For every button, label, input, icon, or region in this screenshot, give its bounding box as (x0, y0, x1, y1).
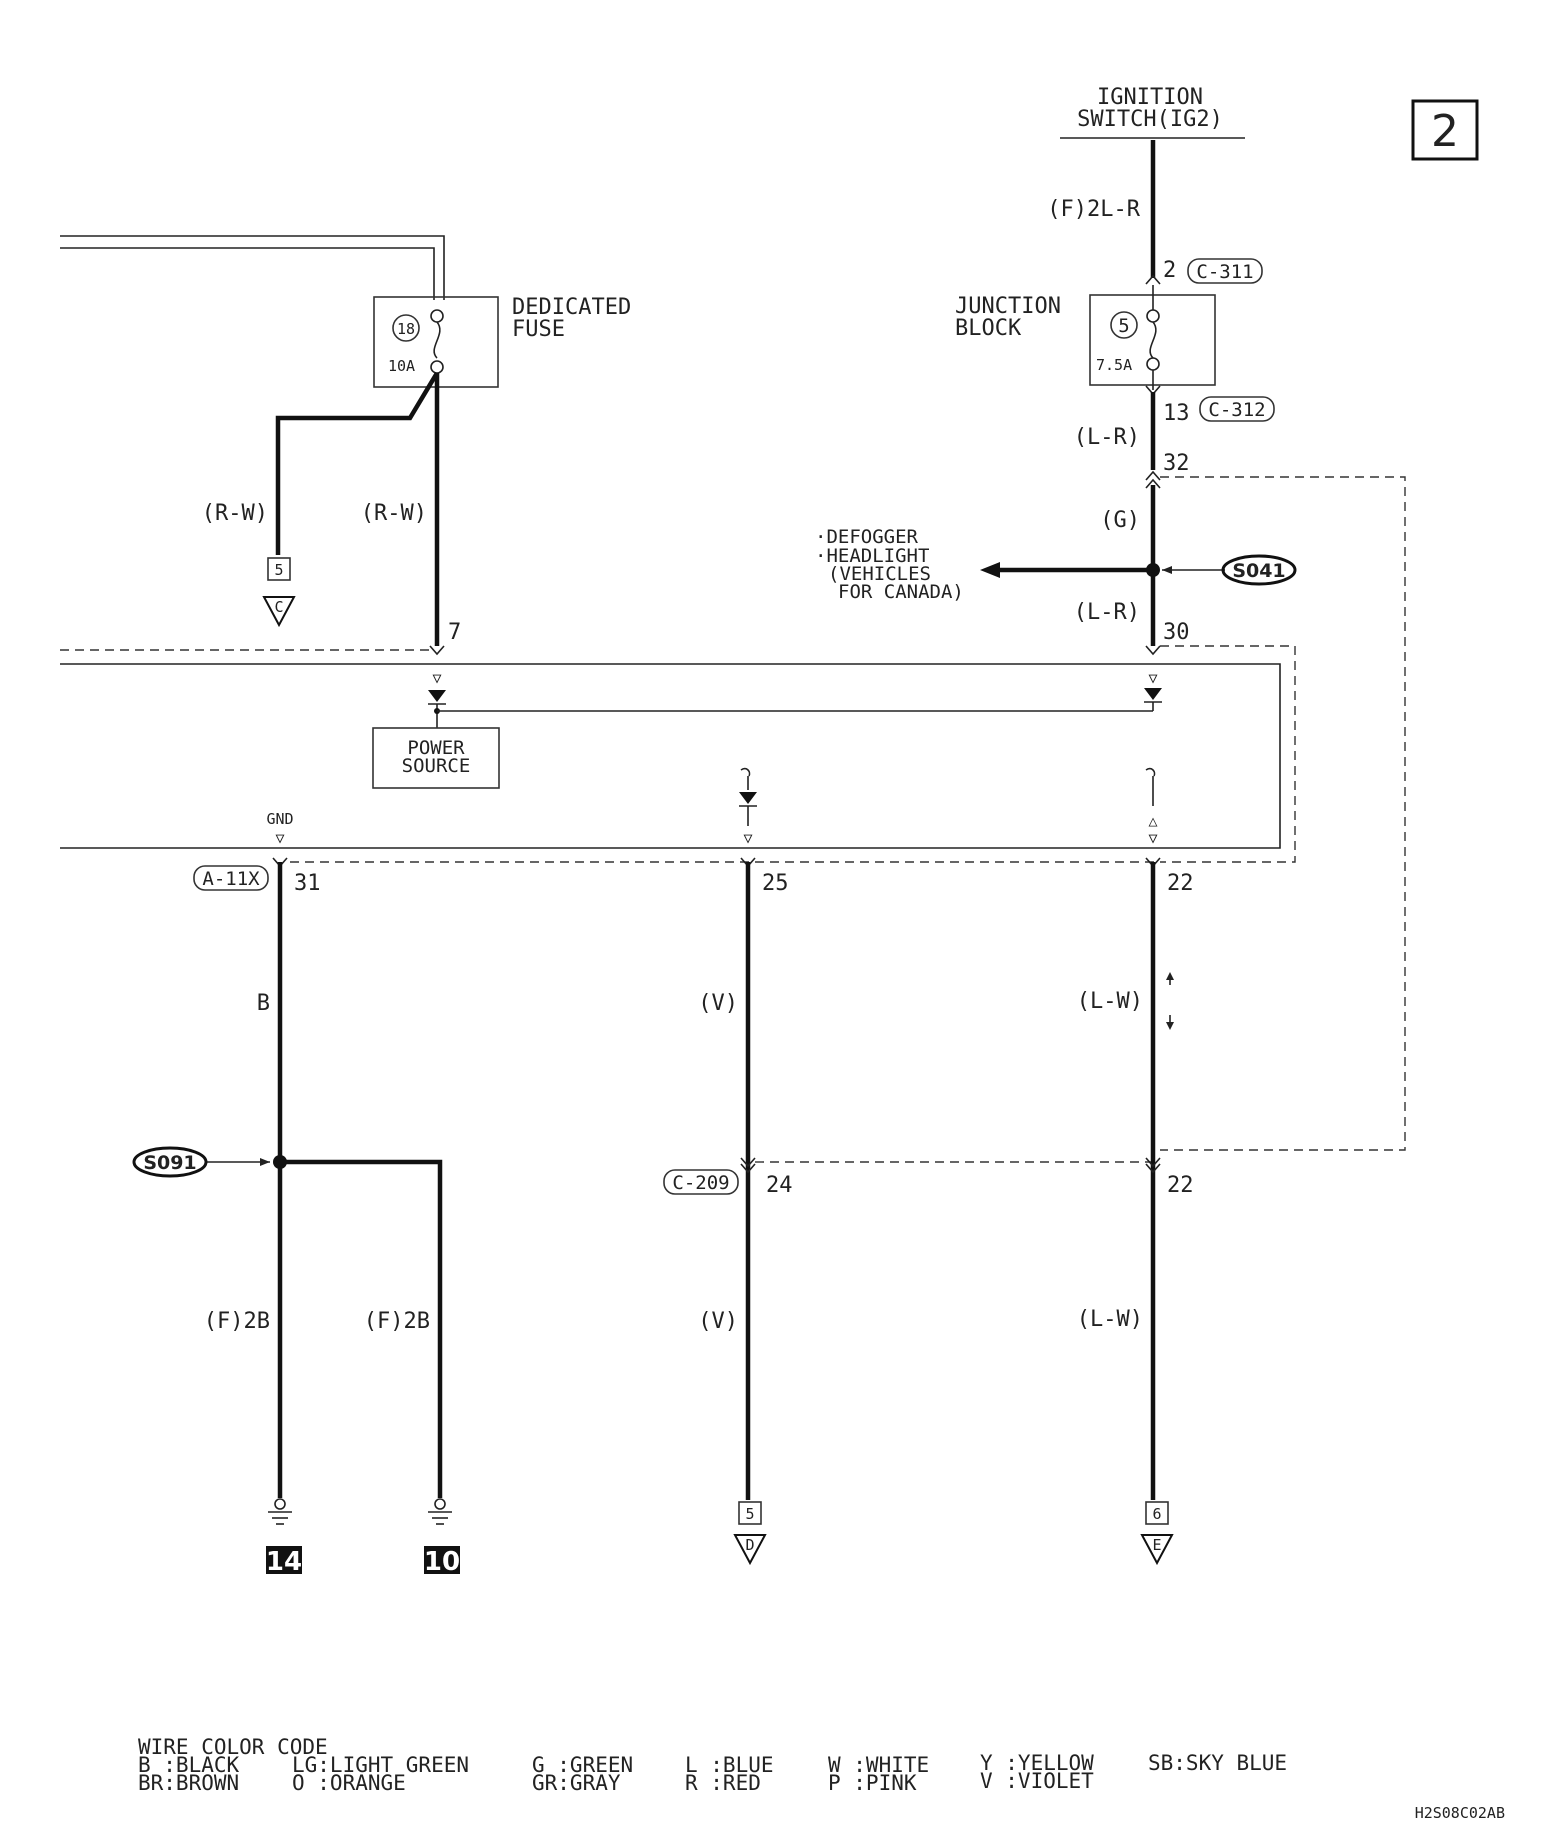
svg-text:S091: S091 (143, 1152, 196, 1174)
wire-f2b-right (280, 1159, 443, 1498)
svg-text:W :WHITE: W :WHITE (828, 1753, 929, 1777)
svg-text:6: 6 (1152, 1505, 1161, 1523)
svg-text:Y :YELLOW: Y :YELLOW (980, 1751, 1094, 1775)
wire-label-f2b-right: (F)2B (364, 1309, 430, 1334)
wire-label-g: (G) (1100, 508, 1140, 533)
dedicated-fuse: 18 10A DEDICATED FUSE (373, 295, 631, 388)
connector-a11x: A-11X (193, 865, 269, 891)
pin-31: 31 (294, 871, 321, 896)
power-source-box: POWER SOURCE (372, 727, 500, 789)
wire-label-rw-right: (R-W) (361, 501, 427, 526)
ground-14: 14 (266, 1498, 302, 1577)
pin-7: 7 (448, 620, 461, 645)
wire-label-f2b-left: (F)2B (204, 1309, 270, 1334)
svg-text:C-209: C-209 (672, 1172, 729, 1194)
pin-2: 2 (1163, 258, 1176, 283)
dedicated-fuse-line1: DEDICATED (512, 295, 631, 320)
svg-text:(VEHICLES: (VEHICLES (828, 563, 931, 585)
splice-s091: S091 (132, 1146, 208, 1178)
svg-text:GR:GRAY: GR:GRAY (532, 1771, 621, 1795)
wire-label-rw-left: (R-W) (202, 501, 268, 526)
svg-text:FOR CANADA): FOR CANADA) (838, 581, 964, 603)
connector-c311: C-311 (1187, 258, 1263, 284)
pin-22-bottom: 22 (1167, 1173, 1194, 1198)
ignition-switch-line2: SWITCH(IG2) (1077, 107, 1223, 132)
svg-text:14: 14 (266, 1547, 302, 1577)
svg-text:C-311: C-311 (1196, 261, 1253, 283)
svg-text:S041: S041 (1232, 560, 1285, 582)
svg-text:C-312: C-312 (1208, 399, 1265, 421)
svg-text:△: △ (1148, 812, 1157, 830)
junction-fuse-rating: 7.5A (1096, 356, 1132, 374)
svg-text:B :BLACK: B :BLACK (138, 1753, 240, 1777)
connector-c209: C-209 (663, 1169, 739, 1195)
dedicated-fuse-rating: 10A (388, 357, 415, 375)
wire-label-lr-top: (L-R) (1074, 425, 1140, 450)
pin-13: 13 (1163, 401, 1190, 426)
svg-text:D: D (745, 1536, 754, 1554)
offpage-connector-e: 6 E (1140, 1501, 1174, 1566)
diagram-code: H2S08C02AB (1415, 1804, 1505, 1822)
wire-label-lw-upper: (L-W) (1077, 989, 1143, 1014)
junction-block-line1: JUNCTION (955, 294, 1061, 319)
svg-text:LG:LIGHT GREEN: LG:LIGHT GREEN (292, 1753, 469, 1777)
pin-22-top: 22 (1167, 871, 1194, 896)
svg-text:·HEADLIGHT: ·HEADLIGHT (815, 545, 929, 567)
wire-top-double (60, 235, 445, 300)
svg-text:A-11X: A-11X (202, 868, 260, 890)
offpage-connector-c: 5 C (262, 557, 296, 628)
svg-text:10: 10 (424, 1547, 460, 1577)
dedicated-fuse-number: 18 (397, 320, 415, 338)
wire-color-legend: WIRE COLOR CODE B :BLACK BR:BROWN LG:LIG… (138, 1735, 1287, 1795)
svg-text:▽: ▽ (1148, 829, 1157, 847)
legend-title: WIRE COLOR CODE (138, 1735, 328, 1759)
svg-text:G :GREEN: G :GREEN (532, 1753, 633, 1777)
svg-text:▽: ▽ (743, 829, 752, 847)
junction-fuse-number: 5 (1118, 315, 1129, 337)
ignition-switch-line1: IGNITION (1097, 85, 1203, 110)
svg-text:C: C (274, 598, 283, 616)
svg-text:P :PINK: P :PINK (828, 1771, 917, 1795)
page-number-box: 2 (1411, 99, 1479, 161)
gnd-label: GND (266, 810, 293, 828)
svg-text:POWER: POWER (407, 737, 465, 759)
page-number: 2 (1431, 106, 1459, 157)
junction-block: JUNCTION BLOCK 5 7.5A (955, 285, 1216, 390)
svg-text:5: 5 (745, 1505, 754, 1523)
pin-24: 24 (766, 1173, 793, 1198)
offpage-connector-d: 5 D (733, 1501, 767, 1566)
connector-c312: C-312 (1199, 396, 1275, 422)
wire-label-lw-lower: (L-W) (1077, 1307, 1143, 1332)
svg-text:SB:SKY BLUE: SB:SKY BLUE (1148, 1751, 1287, 1775)
svg-text:▽: ▽ (1148, 669, 1157, 687)
pin-25: 25 (762, 871, 789, 896)
svg-text:·DEFOGGER: ·DEFOGGER (815, 526, 919, 548)
svg-text:L :BLUE: L :BLUE (685, 1753, 774, 1777)
svg-text:O :ORANGE: O :ORANGE (292, 1771, 406, 1795)
wire-label-lr-mid: (L-R) (1074, 600, 1140, 625)
splice-s041: S041 (1221, 554, 1297, 586)
svg-text:5: 5 (274, 561, 283, 579)
ignition-switch: IGNITION SWITCH(IG2) (1060, 85, 1245, 139)
ground-10: 10 (424, 1498, 460, 1577)
pin-32: 32 (1163, 451, 1190, 476)
wire-label-v-upper: (V) (698, 991, 738, 1016)
defogger-destination: ·DEFOGGER ·HEADLIGHT (VEHICLES FOR CANAD… (815, 526, 964, 603)
wire-rw-left (275, 371, 439, 555)
svg-text:SOURCE: SOURCE (402, 755, 471, 777)
svg-text:V :VIOLET: V :VIOLET (980, 1769, 1094, 1793)
control-unit-outline (60, 663, 1281, 849)
svg-text:▽: ▽ (275, 829, 284, 847)
wire-label-b: B (257, 991, 270, 1016)
pin-30: 30 (1163, 620, 1190, 645)
svg-text:BR:BROWN: BR:BROWN (138, 1771, 239, 1795)
svg-text:R :RED: R :RED (685, 1771, 761, 1795)
svg-text:▽: ▽ (432, 669, 441, 687)
wire-label-v-lower: (V) (698, 1309, 738, 1334)
junction-block-line2: BLOCK (955, 316, 1022, 341)
dedicated-fuse-line2: FUSE (512, 317, 565, 342)
svg-text:E: E (1152, 1536, 1161, 1554)
wire-label-f-2lr: (F)2L-R (1047, 197, 1140, 222)
